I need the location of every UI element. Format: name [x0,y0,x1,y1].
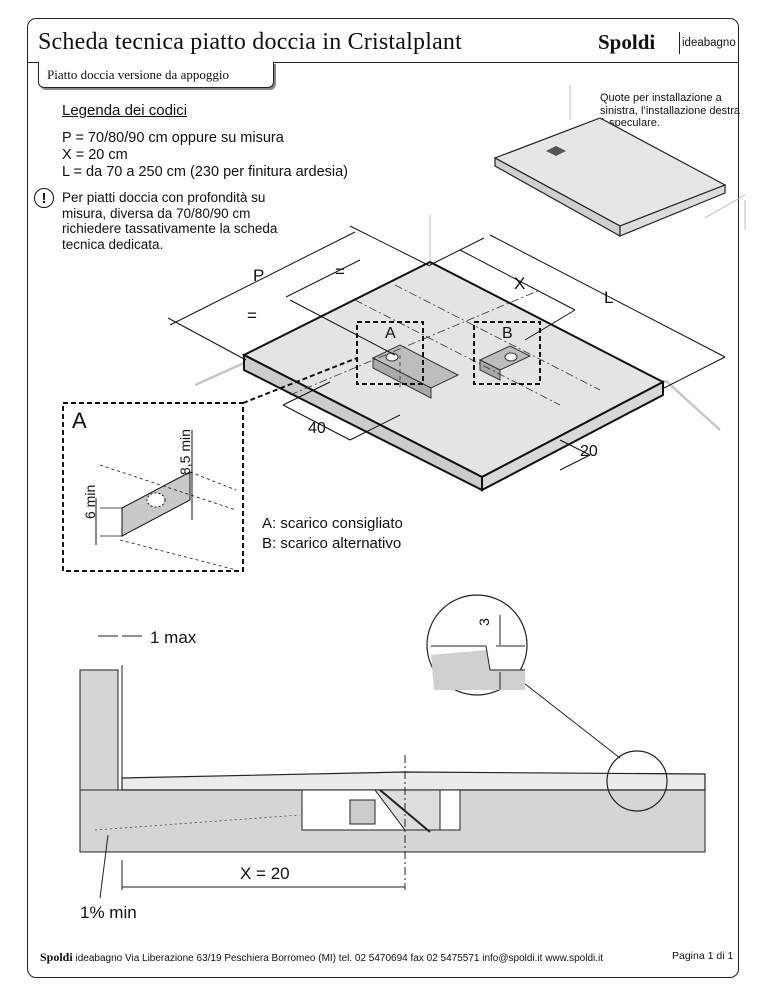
legend-line-x: X = 20 cm [62,147,128,163]
dim-eq-label-2: = [247,306,257,325]
drain-a-description: A: scarico consigliato [262,515,403,532]
brand-subtitle: ideabagno [682,37,736,49]
page-title: Scheda tecnica piatto doccia in Cristalp… [38,29,462,55]
three-label: 3 [475,618,492,626]
dimension-lines [167,225,726,471]
one-max-label: 1 max [150,628,197,647]
dim-20-label: 20 [580,443,598,460]
section-view [79,594,706,899]
dim-x-label: X [514,274,526,293]
detail-a-title: A [72,408,87,433]
version-tab: Piatto doccia versione da appoggio [38,62,274,88]
detail-a-box [62,357,358,572]
x20-label: X = 20 [240,864,290,883]
sheet-frame [27,18,739,978]
drain-b-label: B [502,325,513,342]
brand-logo: Spoldi [598,30,656,54]
exclamation-circle-icon: ! [34,188,54,208]
dim-p-label: P [253,266,265,285]
footer-contact: Spoldi ideabagno Via Liberazione 63/19 P… [40,950,603,965]
six-min-label: 6 min [82,484,98,519]
slope-label: 1% min [80,903,137,922]
warning-text: Per piatti doccia con profondità su misu… [62,190,278,252]
brand-divider [679,32,680,54]
legend-line-p: P = 70/80/90 cm oppure su misura [62,130,284,146]
version-label: Piatto doccia versione da appoggio [47,67,229,82]
legend-line-l: L = da 70 a 250 cm (230 per finitura ard… [62,164,349,180]
drain-b-description: B: scarico alternativo [262,535,402,552]
footer-brand: Spoldi [40,950,73,964]
footer-text: ideabagno Via Liberazione 63/19 Peschier… [75,953,604,964]
page-number: Pagina 1 di 1 [672,950,734,962]
legend-heading: Legenda dei codici [62,102,188,119]
dim-eq-label-1: = [335,262,345,281]
dim-40-label: 40 [308,420,326,437]
drain-a-label: A [385,325,396,342]
dim-l-label: L [604,288,614,307]
header-rule [27,62,739,63]
tray-thumbnail [493,85,746,238]
tray-isometric [241,260,666,492]
eight-min-label: 8,5 min [177,429,193,475]
